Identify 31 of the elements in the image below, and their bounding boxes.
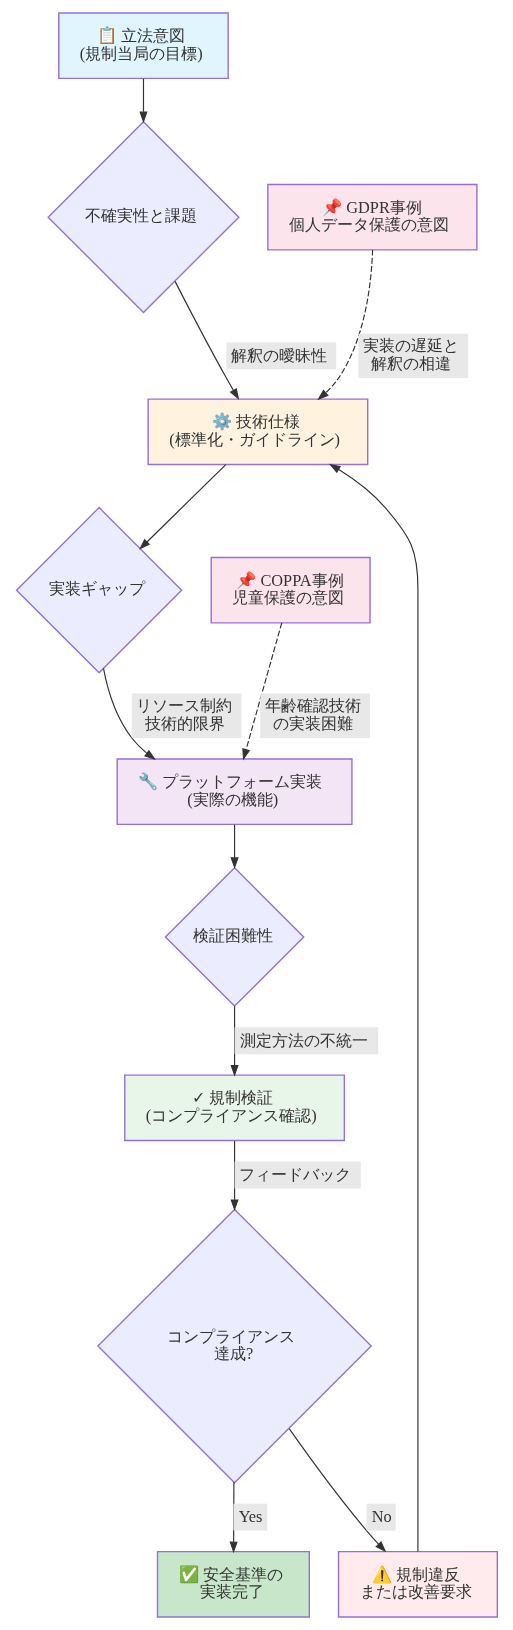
arrow xyxy=(102,667,156,761)
node-box: 🔧 プラットフォーム実装 (実際の機能) xyxy=(116,758,353,826)
arrow xyxy=(229,1005,239,1077)
node-box: ✅ 安全基準の 実装完了 xyxy=(156,1550,310,1618)
edge-label: 年齢確認技術の実装困難 xyxy=(264,696,361,733)
node-box: ✓ 規制検証 (コンプライアンス確認) xyxy=(123,1074,345,1142)
edge-label: 解釈の曖昧性 xyxy=(230,345,327,365)
arrow xyxy=(316,249,373,401)
arrow xyxy=(229,1140,239,1212)
node-diamond: コンプライアンス達成? xyxy=(96,1208,372,1484)
node-box: ⚙ 技術仕様 (標準化・ガイドライン) xyxy=(146,398,368,466)
arrow xyxy=(138,78,148,124)
node-box: 📋 立法意図 (規制当局の目標) xyxy=(57,12,229,80)
arrow xyxy=(328,463,418,1553)
node-diamond: 不確実性と課題 xyxy=(46,120,240,314)
node-box: 📌 GDPR事例 個人データ保護の意図 xyxy=(266,183,478,251)
edge-label: リソース制約技術的限界 xyxy=(135,696,232,733)
edge-label: 測定方法の不統一 xyxy=(239,1030,368,1050)
node-diamond: 検証困難性 xyxy=(163,866,305,1008)
arrow xyxy=(138,463,226,550)
edge-label: No xyxy=(371,1507,392,1527)
arrow xyxy=(174,280,239,401)
edge-label: 実装の遅延と解釈の相違 xyxy=(362,336,459,373)
edge-label: Yes xyxy=(238,1507,262,1527)
arrow xyxy=(288,1428,386,1553)
arrow xyxy=(241,622,282,761)
node-diamond: 実装ギャップ xyxy=(15,506,183,674)
node-box: 📌 COPPA事例 児童保護の意図 xyxy=(210,556,371,624)
arrow xyxy=(229,824,239,870)
node-box: ⚠ 規制違反 または改善要求 xyxy=(337,1550,498,1618)
edge-label: フィードバック xyxy=(238,1164,351,1184)
